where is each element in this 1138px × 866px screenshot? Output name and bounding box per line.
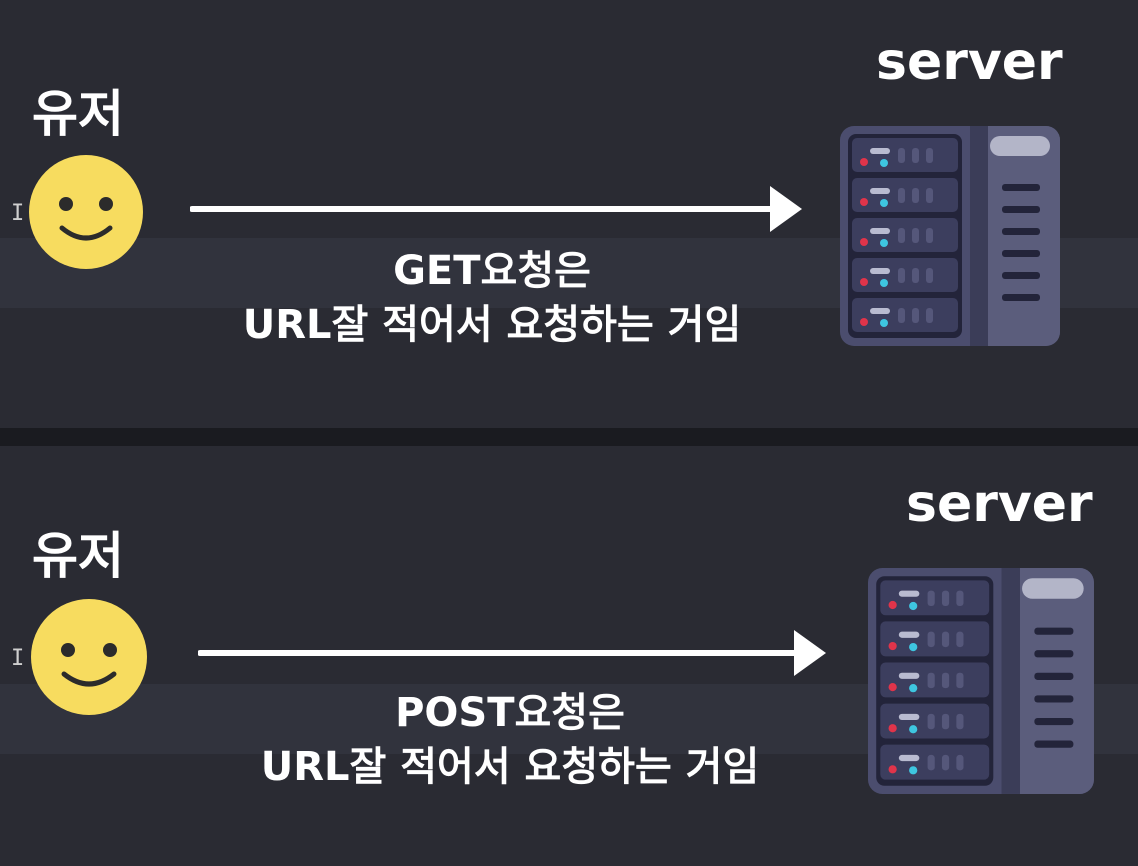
server-unit: [880, 580, 990, 616]
smiley-face-icon: [29, 155, 143, 269]
request-caption: GET요청은 URL잘 적어서 요청하는 거임: [200, 244, 784, 352]
server-unit: [852, 138, 958, 172]
caption-line-method: GET요청은: [393, 248, 591, 294]
get-request-panel: 유저 I GET요청은 URL잘 적어서 요청하는 거임 server: [0, 0, 1138, 428]
server-unit: [852, 178, 958, 212]
server-label: server: [876, 32, 1063, 92]
request-caption: POST요청은 URL잘 적어서 요청하는 거임: [210, 686, 810, 794]
caption-line-description: URL잘 적어서 요청하는 거임: [242, 302, 742, 348]
text-cursor-icon: I: [11, 646, 25, 671]
server-unit: [880, 662, 990, 698]
user-label: 유저: [32, 85, 124, 143]
server-unit: [852, 258, 958, 292]
server-unit: [880, 744, 990, 780]
right-arrow-icon: [190, 186, 802, 232]
server-unit: [852, 218, 958, 252]
right-arrow-icon: [198, 630, 826, 676]
user-label: 유저: [32, 527, 124, 585]
server-unit: [852, 298, 958, 332]
post-request-panel: 유저 I POST요청은 URL잘 적어서 요청하는 거임 server: [0, 446, 1138, 866]
server-rack-icon: [840, 126, 1060, 346]
text-cursor-icon: I: [11, 201, 25, 226]
caption-line-description: URL잘 적어서 요청하는 거임: [260, 744, 760, 790]
server-rack-icon: [868, 568, 1094, 794]
smiley-face-icon: [31, 599, 147, 715]
server-unit: [880, 703, 990, 739]
caption-line-method: POST요청은: [395, 690, 625, 736]
server-label: server: [906, 474, 1093, 534]
server-unit: [880, 621, 990, 657]
